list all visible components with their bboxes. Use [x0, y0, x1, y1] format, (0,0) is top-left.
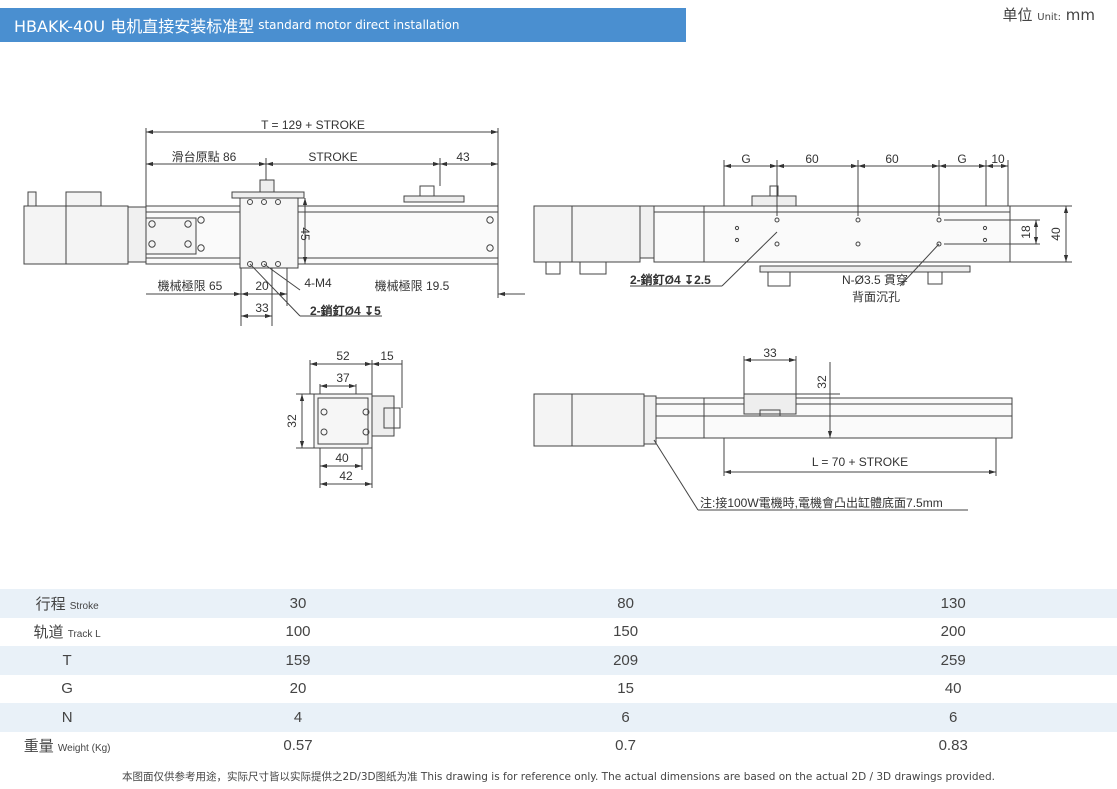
dim-right-offset: 43: [456, 150, 470, 164]
table-row: G 20 15 40: [0, 675, 1117, 704]
dim-side-pins: 2-銷釘Ø4 ↧2.5: [630, 272, 711, 287]
dim-slide-origin: 滑台原點 86: [172, 149, 237, 164]
dim-g-left: G: [741, 152, 750, 166]
dim-screws-m4: 4-M4: [304, 276, 332, 290]
table-row: 轨道 Track L 100 150 200: [0, 618, 1117, 647]
table-cell: 6: [789, 703, 1117, 732]
dim-mech-limit-right: 機械極限 19.5: [375, 278, 450, 293]
table-cell: 209: [461, 646, 790, 675]
header-bar: HBAKK-40U 电机直接安装标准型 standard motor direc…: [0, 8, 686, 42]
spec-table: 行程 Stroke 30 80 130 轨道 Track L 100 150 2…: [0, 589, 1117, 760]
dim-end-height-32: 32: [285, 414, 299, 428]
table-cell: 30: [134, 589, 462, 618]
dim-through-holes: N-Ø3.5 貫穿: [842, 272, 908, 287]
table-cell: 40: [944, 680, 962, 698]
table-cell: 0.7: [615, 737, 637, 755]
page-title: HBAKK-40U 电机直接安装标准型: [14, 17, 255, 36]
unit-cn: 单位: [1002, 6, 1033, 24]
unit-value: mm: [1065, 6, 1095, 24]
page-subtitle: standard motor direct installation: [258, 18, 460, 32]
table-cell: 6: [461, 703, 790, 732]
table-row: T 159 209 259: [0, 646, 1117, 675]
end-view: [296, 360, 403, 488]
end-view-labels: 52 15 37 32 40 42: [285, 349, 394, 483]
table-cell: 130: [789, 589, 1117, 618]
dim-height-45: 45: [298, 227, 312, 241]
dim-width-40: 40: [335, 451, 349, 465]
table-row: N 4 6 6: [0, 703, 1117, 732]
row-label: T: [0, 646, 135, 675]
dim-20: 20: [255, 279, 269, 293]
table-cell: 15: [617, 680, 634, 698]
dim-pitch-60-b: 60: [885, 152, 899, 166]
table-cell: 20: [289, 680, 307, 698]
dim-end-10: 10: [991, 152, 1005, 166]
dim-stroke: STROKE: [308, 150, 357, 164]
table-cell: 159: [134, 646, 462, 675]
dim-front-width-33: 33: [763, 346, 777, 360]
unit-en: Unit:: [1037, 12, 1061, 23]
dim-height-40: 40: [1049, 227, 1063, 241]
table-cell: 100: [285, 623, 311, 641]
table-cell: 150: [613, 623, 639, 641]
front-view: [533, 356, 1013, 511]
table-cell: 80: [461, 589, 790, 618]
dim-track-length: L = 70 + STROKE: [812, 455, 908, 469]
dim-mech-limit-left: 機械極限 65: [158, 278, 223, 293]
row-label: 行程 Stroke: [0, 589, 135, 618]
dim-width-52: 52: [336, 349, 350, 363]
dim-33: 33: [255, 301, 269, 315]
row-label: 轨道 Track L: [33, 624, 101, 642]
front-view-labels: 33 32 L = 70 + STROKE 注:接100W電機時,電機會凸出缸體…: [700, 346, 943, 510]
dim-pins: 2-銷釘Ø4 ↧5: [310, 303, 381, 318]
table-cell: 200: [940, 623, 966, 641]
dim-height-18: 18: [1019, 225, 1033, 239]
side-view: [533, 160, 1072, 287]
dim-width-37: 37: [336, 371, 350, 385]
row-label: N: [0, 703, 135, 732]
dim-counterbore: 背面沉孔: [852, 290, 900, 304]
table-row: 行程 Stroke 30 80 130: [0, 589, 1117, 618]
table-row: 重量 Weight (Kg) 0.57 0.7 0.83: [0, 732, 1117, 761]
technical-drawing: T = 129 + STROKE 滑台原點 86 STROKE 43 45 機械…: [23, 118, 1072, 511]
top-view: [23, 128, 525, 326]
dim-total-length: T = 129 + STROKE: [261, 118, 365, 132]
row-label: 重量 Weight (Kg): [23, 738, 111, 756]
table-cell: 4: [134, 703, 462, 732]
table-cell: 0.83: [938, 737, 968, 755]
unit-label: 单位 Unit: mm: [1002, 4, 1095, 25]
dim-front-height-32: 32: [815, 375, 829, 389]
footer-disclaimer: 本图面仅供参考用途，实际尺寸皆以实际提供之2D/3D图纸为准 This draw…: [122, 771, 995, 783]
side-view-labels: G 60 60 G 10 18 40 2-銷釘Ø4 ↧2.5 N-Ø3.5 貫穿…: [630, 152, 1063, 304]
dim-g-right: G: [957, 152, 966, 166]
top-view-labels: T = 129 + STROKE 滑台原點 86 STROKE 43 45 機械…: [158, 118, 470, 318]
table-cell: 0.57: [283, 737, 313, 755]
row-label: G: [61, 680, 73, 698]
dim-width-15: 15: [380, 349, 394, 363]
dim-pitch-60-a: 60: [805, 152, 819, 166]
dim-width-42: 42: [339, 469, 353, 483]
table-cell: 259: [789, 646, 1117, 675]
motor-note: 注:接100W電機時,電機會凸出缸體底面7.5mm: [700, 495, 943, 510]
